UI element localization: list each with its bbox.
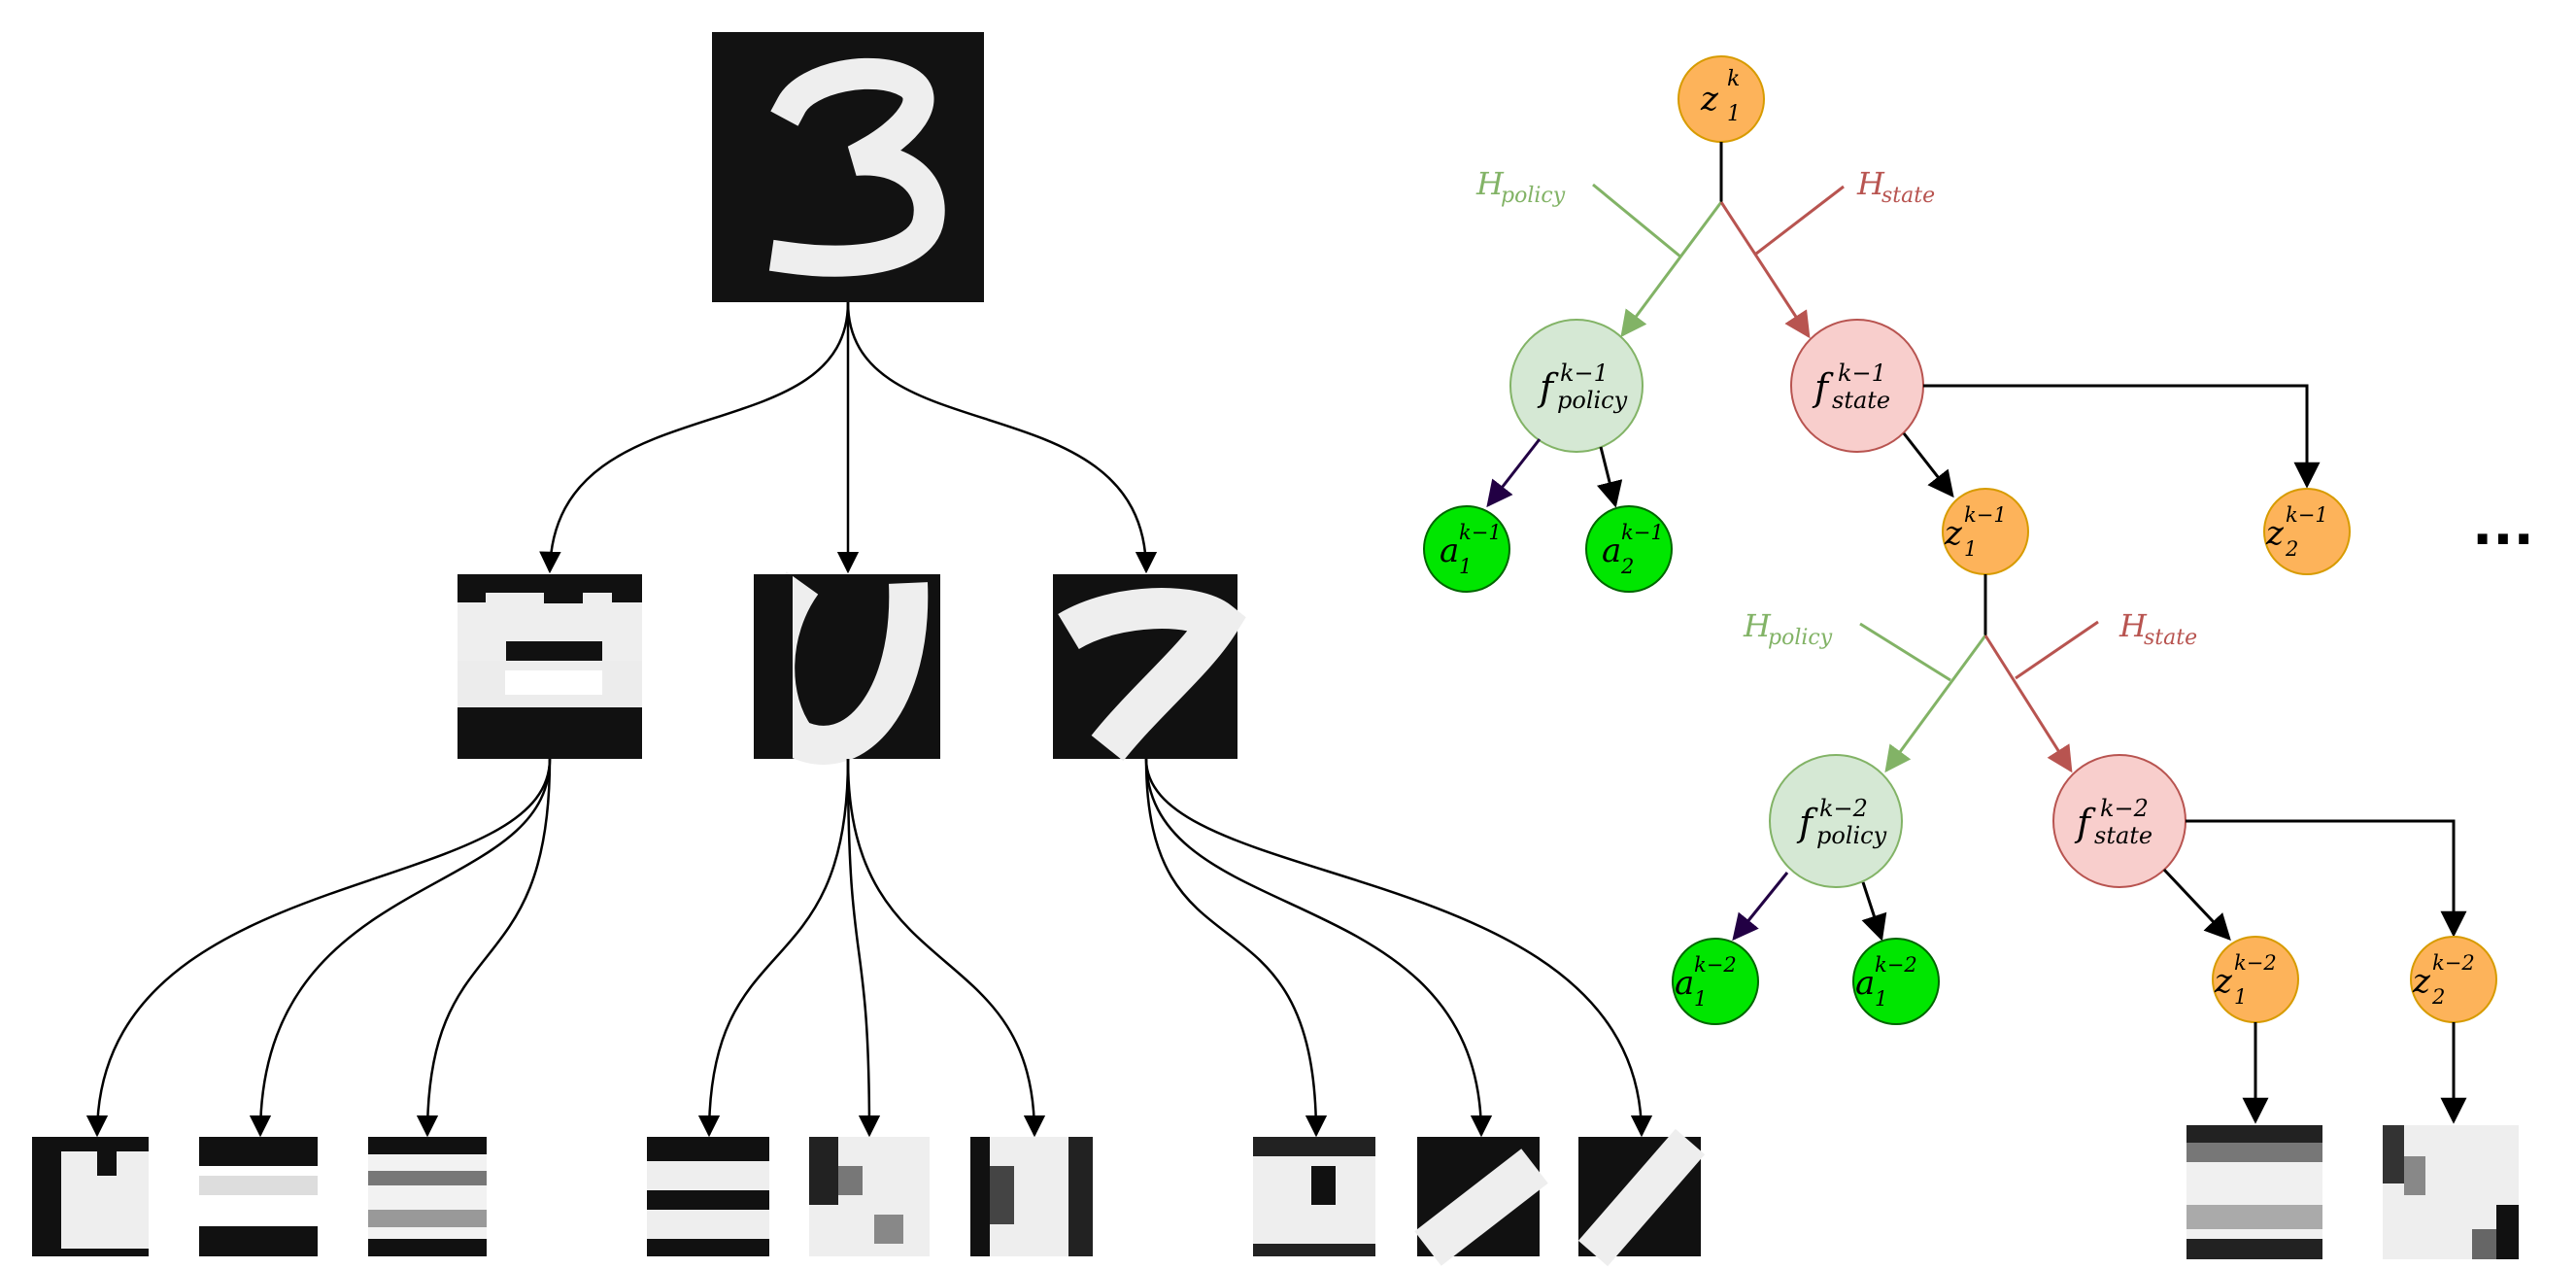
level1-h-policy-base: H: [1475, 165, 1505, 202]
level2-f-state-sub: state: [2094, 822, 2152, 849]
level1-f-policy-sub: policy: [1557, 387, 1628, 414]
root-z-sup: k: [1727, 67, 1740, 91]
level1-z2-base: z: [2265, 514, 2285, 553]
level2-a2-base: a: [1855, 964, 1875, 1003]
level2-z2-base: z: [2412, 962, 2431, 1001]
level2-z2-node: z k−2 2: [2410, 936, 2497, 1023]
level2-z1-sup: k−2: [2234, 951, 2277, 975]
level1-z1-sub: 1: [1964, 537, 1977, 561]
level2-h-policy-base: H: [1743, 607, 1772, 644]
level2-h-state-base: H: [2118, 607, 2148, 644]
z-to-patch-arrows: [2242, 1022, 2467, 1124]
level2-arrows: [1732, 819, 2467, 942]
level2-f-state-node: f k−2 state: [2052, 754, 2186, 888]
level2-a1-sub: 1: [1694, 987, 1707, 1011]
subpatch-7: [1253, 1137, 1375, 1256]
subpatch-6: [970, 1137, 1093, 1256]
level1-a2-node: a k−1 2: [1585, 505, 1673, 593]
root-digit-label: 3: [848, 164, 850, 166]
level1-z2-sub: 2: [2285, 537, 2298, 561]
level1-f-policy-node: f k−1 policy: [1509, 319, 1644, 453]
level1-h-policy-sub: policy: [1501, 184, 1566, 208]
level1-f-state-node: f k−1 state: [1790, 319, 1924, 453]
level1-a1-node: a k−1 1: [1423, 505, 1510, 593]
level2-f-policy-sub: policy: [1816, 822, 1887, 849]
level1-a2-sup: k−1: [1621, 521, 1664, 544]
level1-f-state-sub: state: [1832, 387, 1890, 414]
subpatch-4: [647, 1137, 769, 1256]
level1-h-policy-label: H policy: [1475, 165, 1566, 208]
level1-h-state-sub: state: [1881, 184, 1935, 208]
root-connectors: [539, 301, 1158, 574]
level2-a2-sub: 1: [1875, 987, 1887, 1011]
level1-f-state-sup: k−1: [1838, 360, 1886, 387]
left-tree: 3: [32, 32, 1706, 1267]
level1-z2-node: z k−1 2: [2263, 488, 2351, 575]
level2-f-policy-node: f k−2 policy: [1769, 754, 1903, 888]
level2-h-policy-label: H policy: [1743, 607, 1833, 650]
level1-z1-sup: k−1: [1964, 503, 2007, 527]
level2-a2-node: a k−2 1: [1852, 938, 1940, 1025]
level1-a1-sub: 1: [1459, 555, 1472, 578]
subpatch-3: [368, 1137, 487, 1256]
root-z-base: z: [1700, 80, 1719, 119]
level1-a2-base: a: [1602, 532, 1621, 570]
level1-h-state-label: H state: [1856, 165, 1935, 208]
root-digit-image: 3: [712, 32, 984, 302]
root-z-node: z k 1: [1678, 55, 1765, 143]
level1-arrows: [1486, 384, 2321, 508]
level2-f-policy-sup: k−2: [1819, 795, 1868, 822]
level2-h-state-label: H state: [2118, 607, 2197, 650]
level1-h-connector: [1592, 142, 1845, 339]
subpatch-1: [32, 1137, 149, 1256]
level2-a1-sup: k−2: [1694, 953, 1737, 977]
level2-a2-sup: k−2: [1875, 953, 1917, 977]
level2-h-policy-sub: policy: [1768, 626, 1833, 650]
subpatch-5: [809, 1137, 930, 1256]
level1-a2-sub: 2: [1620, 555, 1634, 578]
level1-z2-sup: k−1: [2286, 503, 2328, 527]
level2-z1-sub: 1: [2234, 985, 2247, 1009]
level1-f-policy-sup: k−1: [1560, 360, 1609, 387]
level2-z1-node: z k−2 1: [2212, 936, 2299, 1023]
level2-h-connector: [1859, 574, 2099, 773]
level2-h-state-sub: state: [2144, 626, 2197, 650]
output-patch-1: [2186, 1125, 2322, 1259]
patch-connectors: [85, 758, 1653, 1138]
level2-a1-node: a k−2 1: [1672, 938, 1759, 1025]
level1-h-state-base: H: [1856, 165, 1885, 202]
level2-z1-base: z: [2214, 962, 2233, 1001]
subpatch-2: [199, 1137, 318, 1256]
level1-a1-sup: k−1: [1459, 521, 1502, 544]
level2-z2-sub: 2: [2431, 985, 2445, 1009]
output-patch-2: [2383, 1125, 2519, 1259]
patch-bottom: [458, 574, 642, 759]
level1-z1-node: z k−1 1: [1942, 488, 2029, 575]
level1-z1-base: z: [1944, 514, 1963, 553]
patch-top: [1053, 574, 1246, 762]
patch-middle: [754, 571, 940, 765]
level2-f-state-sup: k−2: [2100, 795, 2149, 822]
level1-a1-base: a: [1440, 532, 1459, 570]
root-z-sub: 1: [1727, 102, 1741, 126]
level2-z2-sup: k−2: [2432, 951, 2475, 975]
right-tree: z k 1 H policy H state f k−1 policy: [1423, 55, 2534, 1259]
level2-a1-base: a: [1675, 964, 1694, 1003]
level1-ellipsis: ...: [2472, 495, 2534, 558]
subpatch-8: [1414, 1137, 1548, 1266]
subpatch-9: [1577, 1128, 1706, 1267]
